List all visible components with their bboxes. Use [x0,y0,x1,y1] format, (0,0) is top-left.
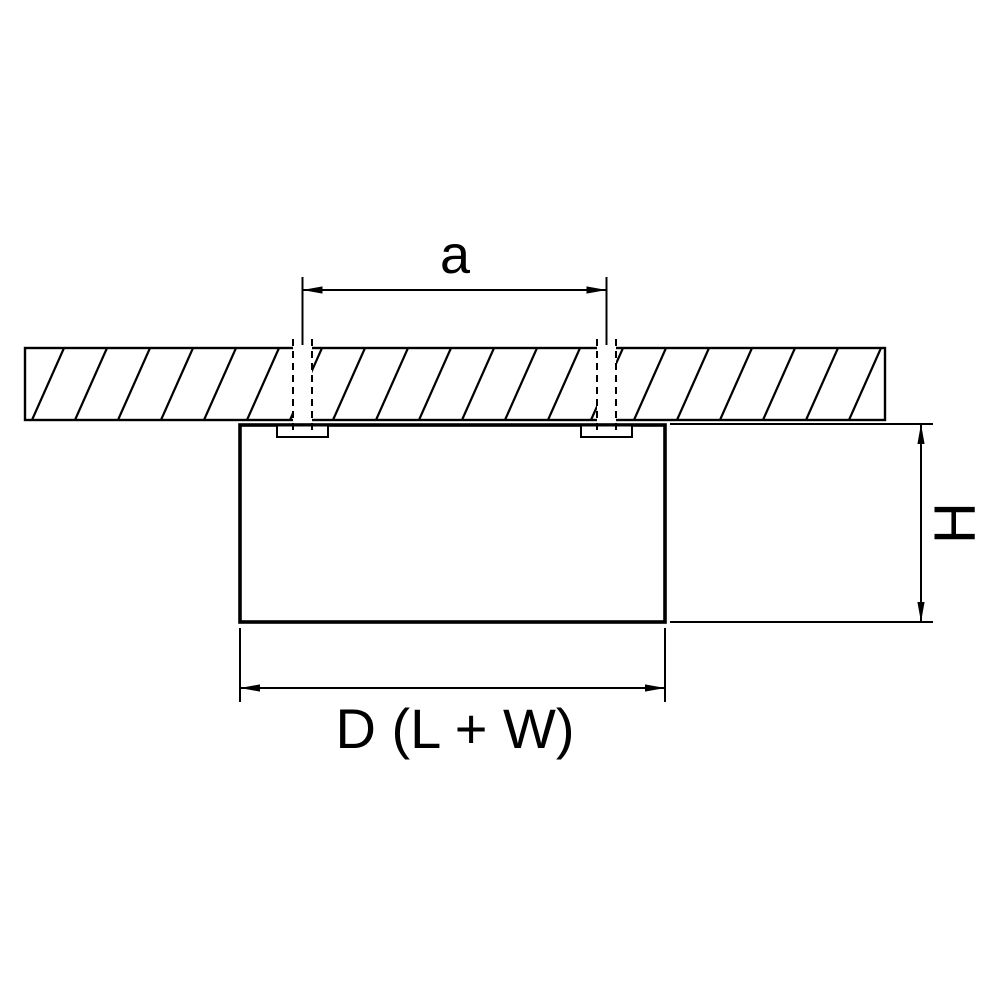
mounting-lug-left [276,424,329,438]
dimension-d-label: D (L + W) [335,697,574,760]
hidden-screw-lines [292,339,617,434]
mounting-hole-left [293,346,312,423]
mounting-hole-right [597,346,616,423]
fixture-body [238,423,667,624]
dimension-a [301,277,608,345]
dimension-h [670,423,933,623]
dimension-h-label: H [923,502,988,544]
dimension-d [239,628,666,702]
ceiling-slab [23,346,887,422]
dimension-a-label: a [440,225,471,285]
mounting-lug-right [580,424,633,438]
